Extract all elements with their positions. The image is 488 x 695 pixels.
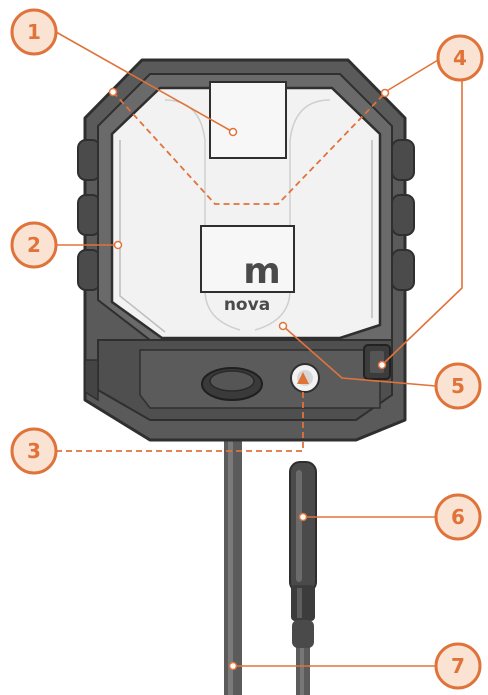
callout-6-label: 6 (451, 505, 465, 529)
device-housing (77, 58, 415, 442)
callout-5: 5 (434, 362, 482, 410)
temperature-probe (289, 461, 317, 695)
callout-4: 4 (436, 34, 484, 82)
brand-name: nova (224, 295, 270, 315)
brand-logo: m nova (224, 251, 281, 315)
callout-1-label: 1 (27, 20, 41, 44)
callout-4-label: 4 (453, 46, 467, 70)
callout-7: 7 (434, 642, 482, 690)
callout-2: 2 (10, 221, 58, 269)
callout-3: 3 (10, 427, 58, 475)
leader-lines (55, 31, 463, 667)
callout-5-label: 5 (451, 374, 465, 398)
probe-arrow-icon (297, 372, 309, 384)
callout-1: 1 (10, 8, 58, 56)
power-cable (224, 390, 242, 695)
logo-glyph: m (243, 251, 281, 292)
callout-3-label: 3 (27, 439, 41, 463)
callout-6: 6 (434, 493, 482, 541)
callout-7-label: 7 (451, 654, 465, 678)
anchor-dots (108, 87, 390, 671)
callout-2-label: 2 (27, 233, 41, 257)
